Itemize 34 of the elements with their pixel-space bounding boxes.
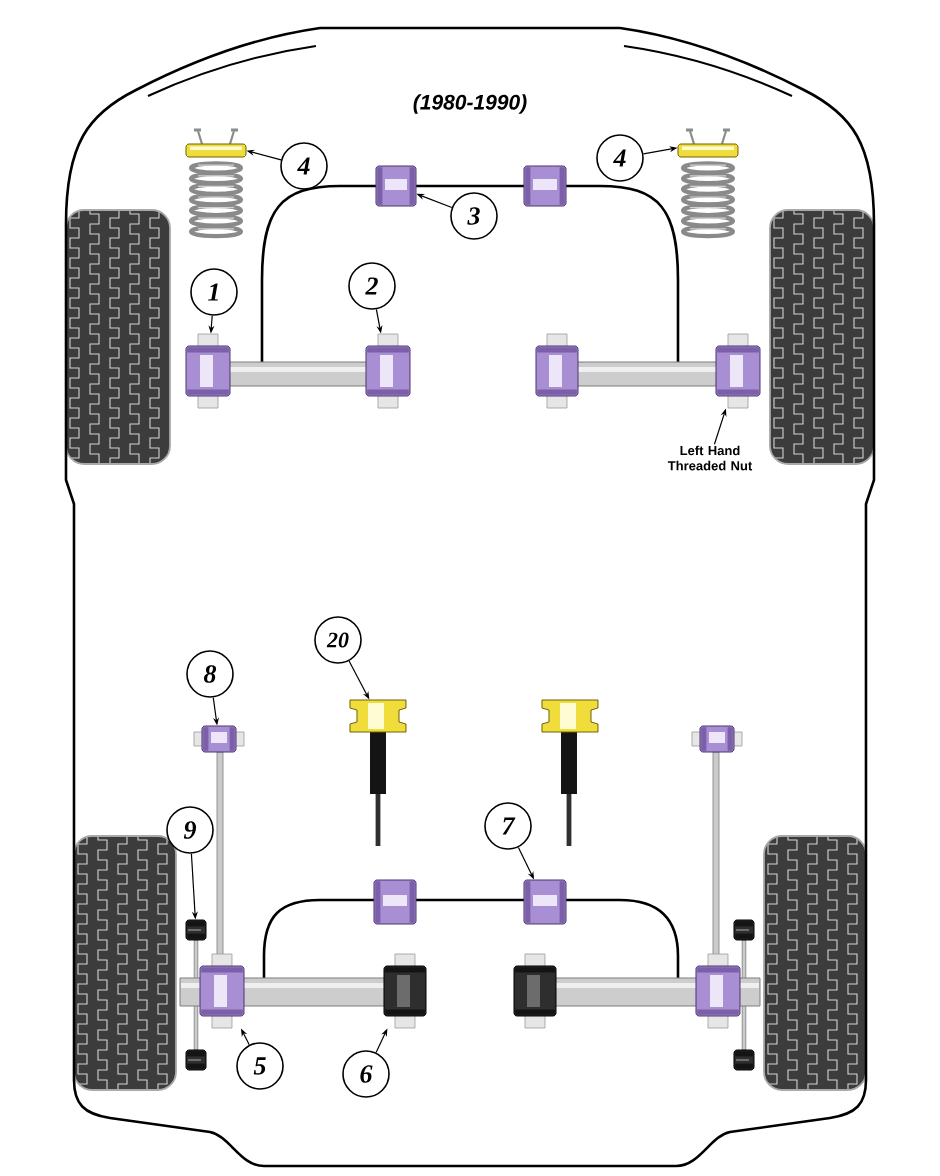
bush: [193, 725, 245, 753]
title: (1980-1990): [413, 94, 527, 114]
bush: [185, 919, 207, 941]
bush: [523, 165, 567, 207]
bush: [733, 1049, 755, 1071]
callout-number: 6: [342, 1050, 390, 1098]
bush: [535, 333, 579, 409]
callout-number: 5: [236, 1042, 284, 1090]
bush: [695, 953, 741, 1029]
callout-number: 4: [280, 142, 328, 190]
spring-mount: [185, 128, 247, 158]
callout-number: 20: [314, 616, 362, 664]
bush: [199, 953, 245, 1029]
bush: [185, 333, 231, 409]
bush: [365, 333, 411, 409]
bush: [375, 165, 417, 207]
callout-number: 7: [484, 802, 532, 850]
bump-stop: [541, 699, 599, 733]
bush: [513, 953, 557, 1029]
bush: [383, 953, 427, 1029]
bump-stop: [349, 699, 407, 733]
bush: [185, 1049, 207, 1071]
callout-number: 8: [186, 650, 234, 698]
callout-number: 4: [596, 134, 644, 182]
callout-number: 9: [166, 806, 214, 854]
bush: [523, 879, 567, 925]
callout-number: 3: [450, 192, 498, 240]
bush: [373, 879, 417, 925]
spring-mount: [677, 128, 739, 158]
bush: [691, 725, 743, 753]
bush: [733, 919, 755, 941]
callout-number: 1: [190, 268, 238, 316]
callout-number: 2: [348, 262, 396, 310]
bush: [715, 333, 761, 409]
